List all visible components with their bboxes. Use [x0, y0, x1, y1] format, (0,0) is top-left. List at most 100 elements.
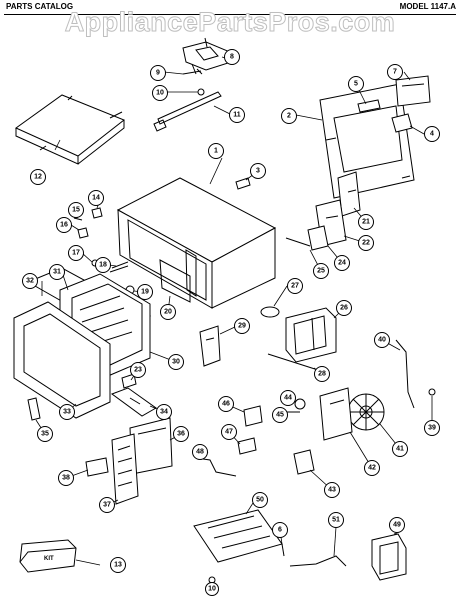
part-47: [237, 437, 257, 455]
callout-51: 51: [328, 512, 344, 528]
part-9: [182, 68, 203, 75]
svg-text:42: 42: [368, 465, 376, 472]
callout-4: 4: [424, 126, 440, 142]
svg-text:9: 9: [156, 70, 160, 77]
svg-text:37: 37: [103, 502, 111, 509]
callout-28: 28: [314, 366, 330, 382]
part-34: [110, 387, 157, 417]
svg-text:11: 11: [233, 112, 241, 119]
part-43: [293, 449, 315, 475]
svg-text:1: 1: [214, 148, 218, 155]
svg-text:33: 33: [63, 409, 71, 416]
callout-47: 47: [221, 424, 237, 440]
callout-15: 15: [68, 202, 84, 218]
callout-6: 6: [272, 522, 288, 538]
callout-36: 36: [173, 426, 189, 442]
callout-7: 7: [387, 64, 403, 80]
svg-text:43: 43: [328, 487, 336, 494]
callout-14: 14: [88, 190, 104, 206]
callout-39: 39: [424, 420, 440, 436]
part-4: [391, 113, 413, 133]
part-12: [15, 94, 125, 165]
svg-text:8: 8: [230, 54, 234, 61]
model-number-heading: MODEL 1147.A: [399, 2, 456, 11]
svg-text:25: 25: [317, 268, 325, 275]
svg-text:18: 18: [99, 262, 107, 269]
part-16: [77, 227, 89, 239]
callout-2: 2: [281, 108, 297, 124]
svg-text:51: 51: [332, 517, 340, 524]
part-29: [199, 325, 221, 367]
part-37-control-panel: [111, 433, 139, 505]
svg-text:14: 14: [92, 195, 100, 202]
svg-text:31: 31: [53, 269, 61, 276]
svg-text:46: 46: [222, 401, 230, 408]
part-49: [371, 533, 407, 581]
callout-33: 33: [59, 404, 75, 420]
part-39: [428, 388, 436, 396]
callout-11: 11: [229, 107, 245, 123]
callout-13: 13: [110, 557, 126, 573]
svg-text:27: 27: [291, 283, 299, 290]
callout-43: 43: [324, 482, 340, 498]
part-14: [91, 207, 103, 219]
svg-text:24: 24: [338, 260, 346, 267]
svg-text:3: 3: [256, 168, 260, 175]
callout-16: 16: [56, 217, 72, 233]
callout-31: 31: [49, 264, 65, 280]
watermark: AppliancePartsPros.com: [64, 7, 396, 38]
header-rule: [4, 14, 456, 15]
part-8: [182, 37, 231, 75]
svg-text:22: 22: [362, 240, 370, 247]
callout-10: 10: [152, 85, 168, 101]
part-1-cabinet: [116, 177, 277, 309]
svg-text:4: 4: [430, 131, 434, 138]
part-13-label: KIT: [44, 556, 54, 562]
callout-19: 19: [137, 284, 153, 300]
svg-text:16: 16: [60, 222, 68, 229]
callout-1: 1: [208, 143, 224, 159]
callout-25: 25: [313, 263, 329, 279]
callout-48: 48: [192, 444, 208, 460]
part-46: [243, 405, 263, 427]
part-28: [267, 353, 319, 371]
svg-text:38: 38: [62, 475, 70, 482]
callout-44: 44: [280, 390, 296, 406]
part-41-fan: [347, 393, 385, 431]
part-3: [235, 177, 251, 190]
svg-text:50: 50: [256, 497, 264, 504]
svg-text:10: 10: [156, 90, 164, 97]
callout-23: 23: [130, 362, 146, 378]
part-13-kit: [19, 539, 77, 573]
part-11: [153, 91, 222, 132]
svg-text:47: 47: [225, 429, 233, 436]
callout-12: 12: [30, 169, 46, 185]
callout-27: 27: [287, 278, 303, 294]
svg-text:21: 21: [362, 219, 370, 226]
svg-text:6: 6: [278, 527, 282, 534]
svg-text:5: 5: [354, 81, 358, 88]
svg-text:13: 13: [114, 562, 122, 569]
callout-37: 37: [99, 497, 115, 513]
callout-50: 50: [252, 492, 268, 508]
callout-45: 45: [272, 407, 288, 423]
part-26: [285, 307, 337, 363]
callout-49: 49: [389, 517, 405, 533]
callout-30: 30: [168, 354, 184, 370]
part-25: [285, 237, 311, 247]
svg-text:49: 49: [393, 522, 401, 529]
part-27: [260, 306, 280, 318]
callout-29: 29: [234, 318, 250, 334]
part-2: [319, 83, 415, 199]
svg-text:36: 36: [177, 431, 185, 438]
part-24: [307, 225, 329, 251]
callout-20: 20: [160, 304, 176, 320]
svg-text:40: 40: [378, 337, 386, 344]
part-5: [357, 99, 381, 113]
part-38: [85, 457, 109, 477]
callout-40: 40: [374, 332, 390, 348]
svg-text:19: 19: [141, 289, 149, 296]
part-7: [395, 75, 431, 107]
svg-text:35: 35: [41, 431, 49, 438]
svg-text:28: 28: [318, 371, 326, 378]
